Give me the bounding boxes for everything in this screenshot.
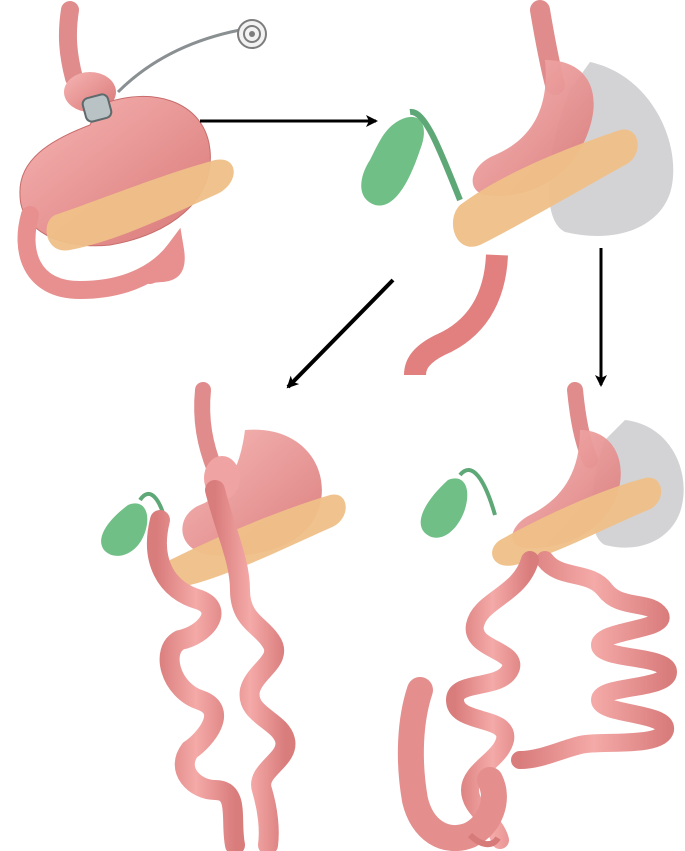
arrow-sleeve-to-bypass <box>288 280 393 387</box>
duodenum <box>415 255 497 375</box>
esophagus <box>68 10 74 78</box>
gallbladder <box>361 117 424 206</box>
gallbladder <box>421 478 468 537</box>
panel-sleeve-gastrectomy <box>361 10 673 375</box>
esophagus <box>202 390 215 470</box>
panel-duodenal-switch <box>411 390 684 844</box>
adjustable-band <box>81 93 112 123</box>
access-port-icon <box>238 20 266 48</box>
small-intestine <box>520 560 668 760</box>
port-tube <box>118 30 240 92</box>
gallbladder <box>101 503 147 555</box>
panel-gastric-banding <box>20 10 266 290</box>
panel-gastric-bypass <box>101 390 346 845</box>
